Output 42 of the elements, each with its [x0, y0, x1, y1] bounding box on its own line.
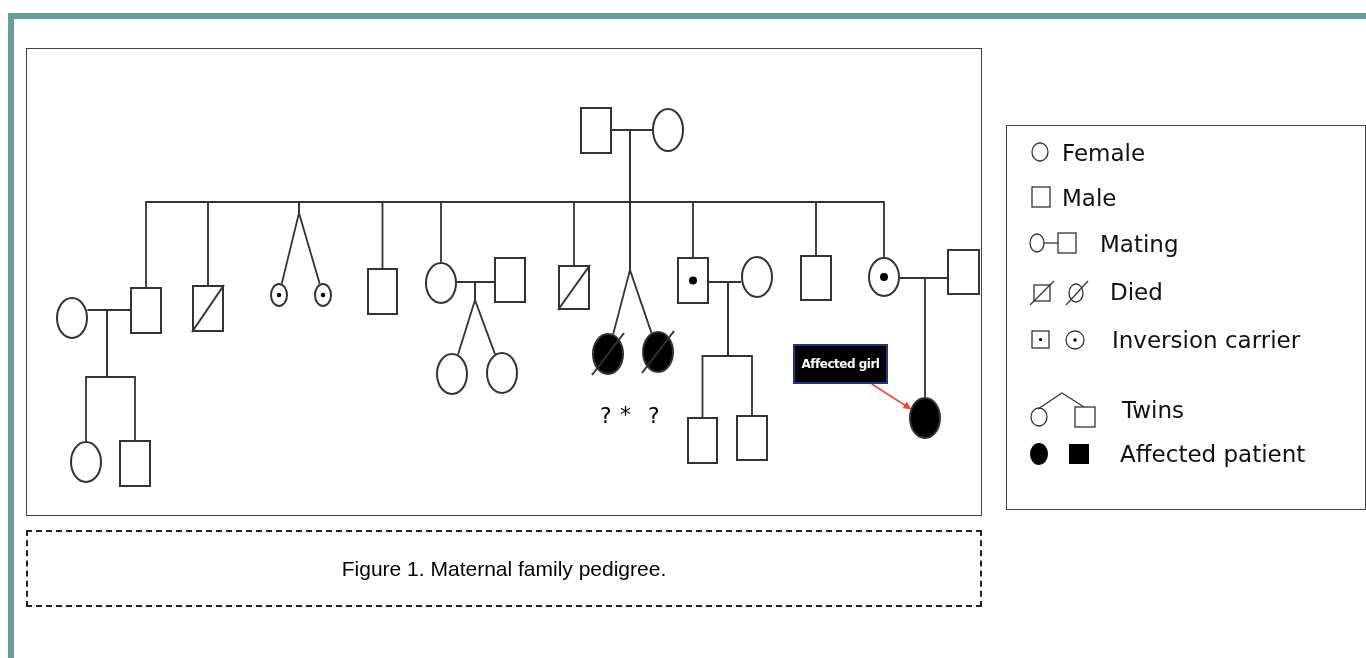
pedigree-line	[86, 309, 136, 441]
legend-label: Female	[1062, 140, 1146, 166]
male-symbol	[687, 417, 718, 464]
callout-label: Affected girl	[793, 344, 888, 384]
carrier-female-symbol	[868, 257, 900, 297]
carrier-female-symbol	[270, 283, 288, 307]
pedigree-line	[456, 281, 496, 355]
female-symbol	[56, 297, 88, 339]
male-symbol	[580, 107, 612, 154]
legend-label: Mating	[1100, 231, 1179, 257]
legend-label: Affected patient	[1120, 441, 1306, 467]
carrier-male-symbol	[677, 257, 709, 304]
legend-label: Inversion carrier	[1112, 327, 1301, 353]
female-symbol	[652, 108, 684, 152]
male-symbol	[367, 268, 398, 315]
female-symbol	[425, 262, 457, 304]
male-symbol	[736, 415, 768, 461]
pedigree-line	[708, 281, 753, 416]
male-symbol	[800, 255, 832, 301]
uncertainty-mark: ?	[648, 405, 660, 427]
pedigree-line	[899, 277, 926, 398]
female-symbol	[436, 353, 468, 395]
female-symbol	[486, 352, 518, 394]
figure-caption: Figure 1. Maternal family pedigree.	[341, 556, 667, 581]
uncertainty-mark: ?	[600, 405, 612, 427]
deceased-male-symbol	[192, 285, 224, 332]
deceased-affected-female-symbol	[592, 333, 624, 375]
male-symbol	[119, 440, 151, 487]
affected-female-symbol	[909, 397, 941, 439]
female-symbol	[741, 256, 773, 298]
footnote-mark: *	[620, 404, 631, 426]
legend-label: Twins	[1122, 397, 1184, 423]
legend-label: Died	[1110, 279, 1163, 305]
deceased-affected-female-symbol	[642, 331, 674, 373]
female-symbol	[70, 441, 102, 483]
deceased-male-symbol	[558, 265, 590, 310]
male-symbol	[130, 287, 162, 334]
arrow	[871, 383, 912, 410]
male-symbol	[947, 249, 980, 295]
carrier-female-symbol	[314, 283, 332, 307]
male-symbol	[494, 257, 526, 303]
legend-label: Male	[1062, 185, 1117, 211]
